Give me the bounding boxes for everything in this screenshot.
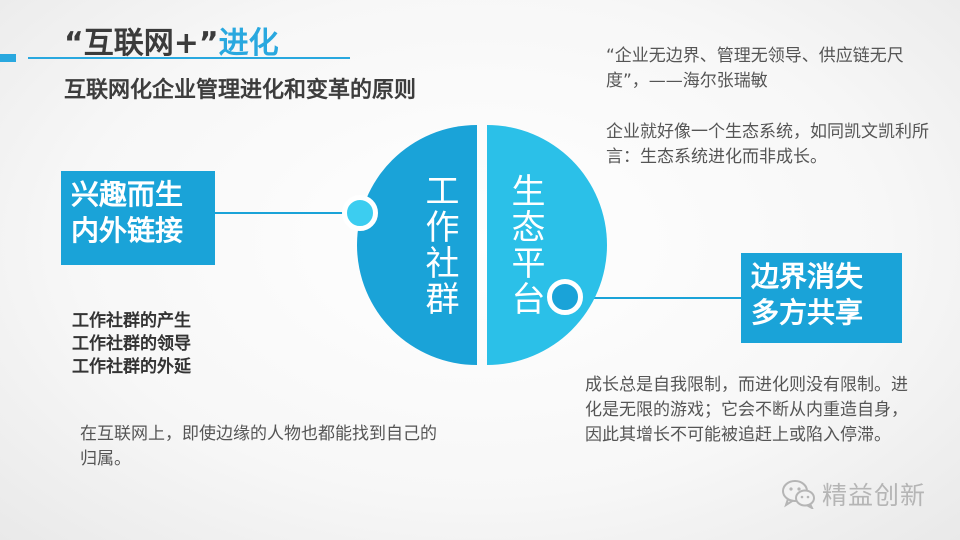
ecosystem-platform-label: 生态平台 xyxy=(505,173,545,317)
watermark-text: 精益创新 xyxy=(822,481,927,510)
page-subtitle: 互联网化企业管理进化和变革的原则 xyxy=(64,78,417,103)
right-label-box: 边界消失 多方共享 xyxy=(741,253,902,343)
watermark: 精益创新 xyxy=(782,476,926,512)
left-label-line2: 内外链接 xyxy=(71,214,184,247)
work-community-list: 工作社群的产生 工作社群的领导 工作社群的外延 xyxy=(72,310,191,379)
page-title-prefix: “互联网+” xyxy=(64,26,219,61)
ecosystem-note: 企业就好像一个生态系统，如同凯文凯利所言：生态系统进化而非成长。 xyxy=(606,122,929,167)
page-title: “互联网+”进化 xyxy=(64,18,279,62)
right-label-line2: 多方共享 xyxy=(751,296,864,329)
list-item: 工作社群的产生 xyxy=(72,311,191,331)
left-connector-line xyxy=(215,212,355,214)
left-connector-dot xyxy=(342,195,378,231)
right-connector-line xyxy=(580,297,741,299)
haier-quote: “企业无边界、管理无领导、供应链无尺度”，——海尔张瑞敏 xyxy=(606,46,904,91)
title-accent-bar xyxy=(0,54,16,62)
list-item: 工作社群的领导 xyxy=(72,334,191,354)
work-community-label: 工作社群 xyxy=(419,173,459,317)
page-title-highlight: 进化 xyxy=(218,26,279,61)
growth-evolution-note: 成长总是自我限制，而进化则没有限制。进化是无限的游戏；它会不断从内重造自身，因此… xyxy=(585,375,908,445)
right-label-line1: 边界消失 xyxy=(751,260,864,293)
wechat-icon xyxy=(782,480,815,509)
left-label-line1: 兴趣而生 xyxy=(71,178,184,211)
right-connector-dot xyxy=(547,279,583,315)
list-item: 工作社群的外延 xyxy=(72,357,191,377)
circle-right-half: 生态平台 xyxy=(487,125,607,365)
internet-belonging-note: 在互联网上，即使边缘的人物也都能找到自己的归属。 xyxy=(80,424,437,469)
title-underline xyxy=(28,57,350,59)
circle-left-half: 工作社群 xyxy=(357,125,477,365)
left-label-box: 兴趣而生 内外链接 xyxy=(61,171,215,265)
